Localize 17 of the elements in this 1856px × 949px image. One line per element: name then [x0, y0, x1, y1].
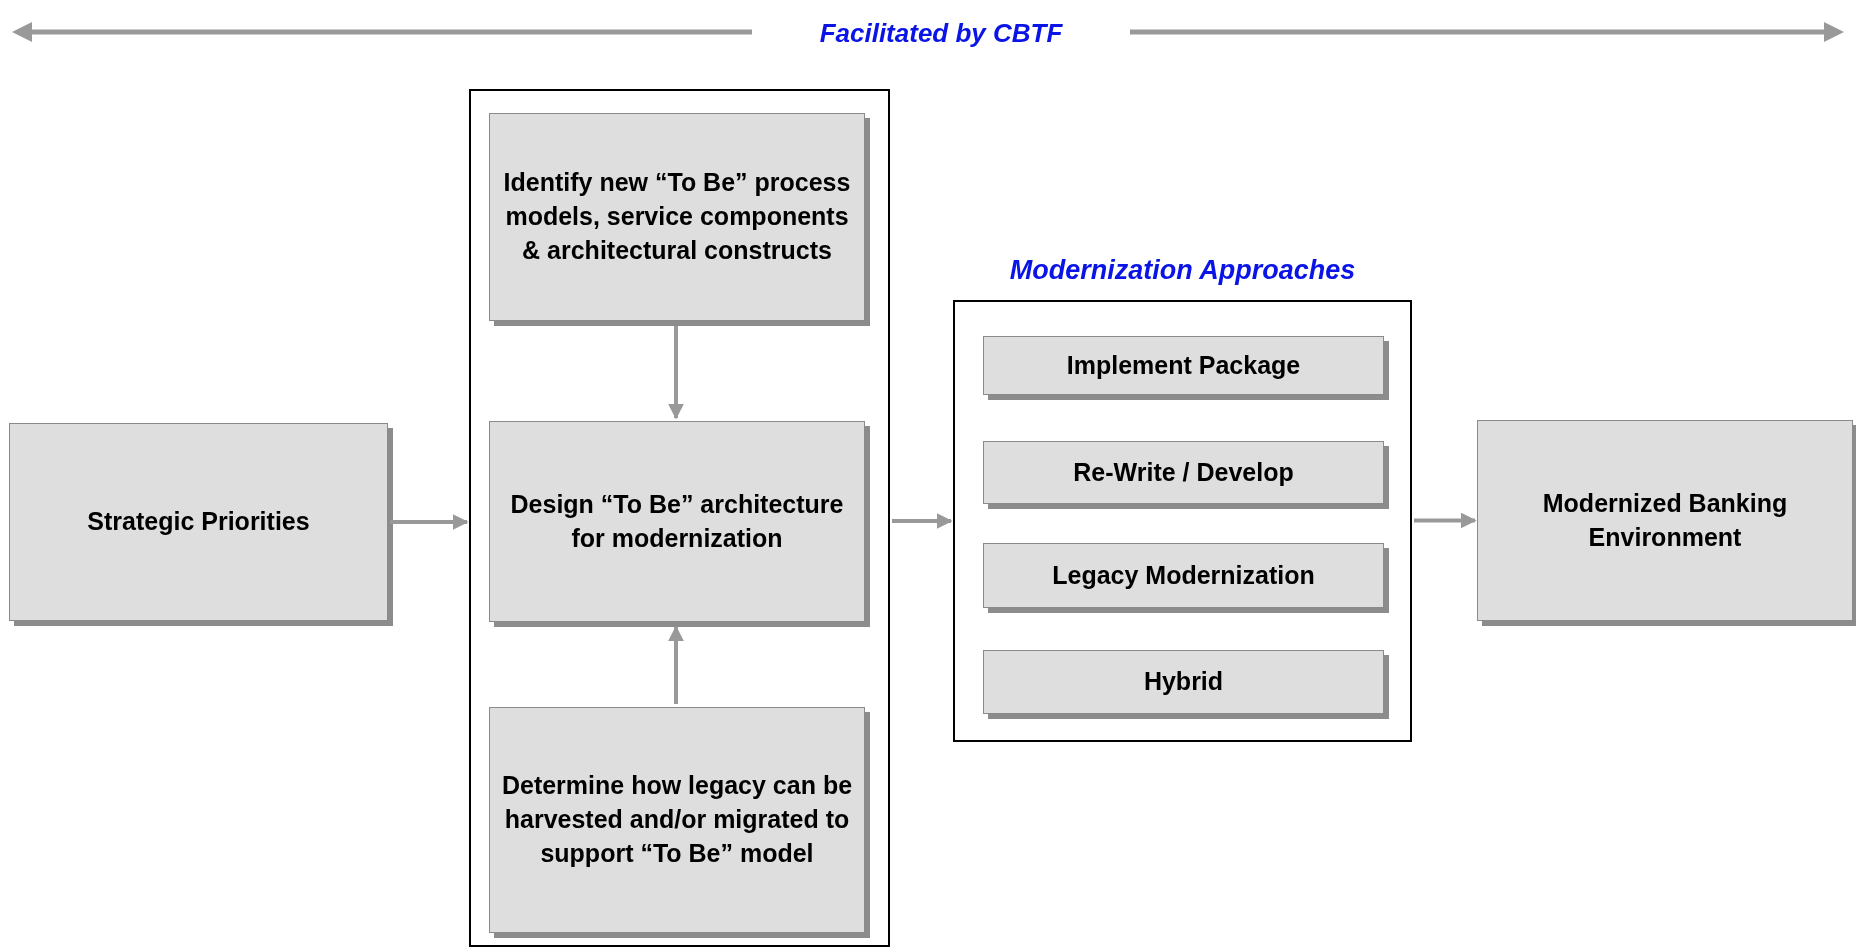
banner-label: Facilitated by CBTF	[818, 17, 1064, 50]
box-text: Re-Write / Develop	[1073, 456, 1294, 488]
box-text: Identify new “To Be” process models, service components & architectural constructs	[502, 167, 852, 266]
box-text: Design “To Be” architecture for modernization	[509, 488, 845, 554]
group-frame	[469, 89, 890, 947]
box-text: Modernized Banking Environment	[1541, 487, 1789, 553]
arrow	[390, 514, 469, 530]
arrow	[892, 513, 953, 529]
box-text: Legacy Modernization	[1052, 559, 1315, 591]
group-heading: Modernization Approaches	[1008, 254, 1357, 287]
arrow	[668, 326, 684, 420]
arrow	[668, 625, 684, 704]
arrow	[1414, 512, 1477, 529]
box-text: Strategic Priorities	[87, 506, 310, 538]
box-text: Implement Package	[1066, 349, 1301, 381]
box-text: Determine how legacy can be harvested and/or migrated to support “To Be” model	[500, 770, 854, 869]
box-text: Hybrid	[1143, 666, 1224, 698]
